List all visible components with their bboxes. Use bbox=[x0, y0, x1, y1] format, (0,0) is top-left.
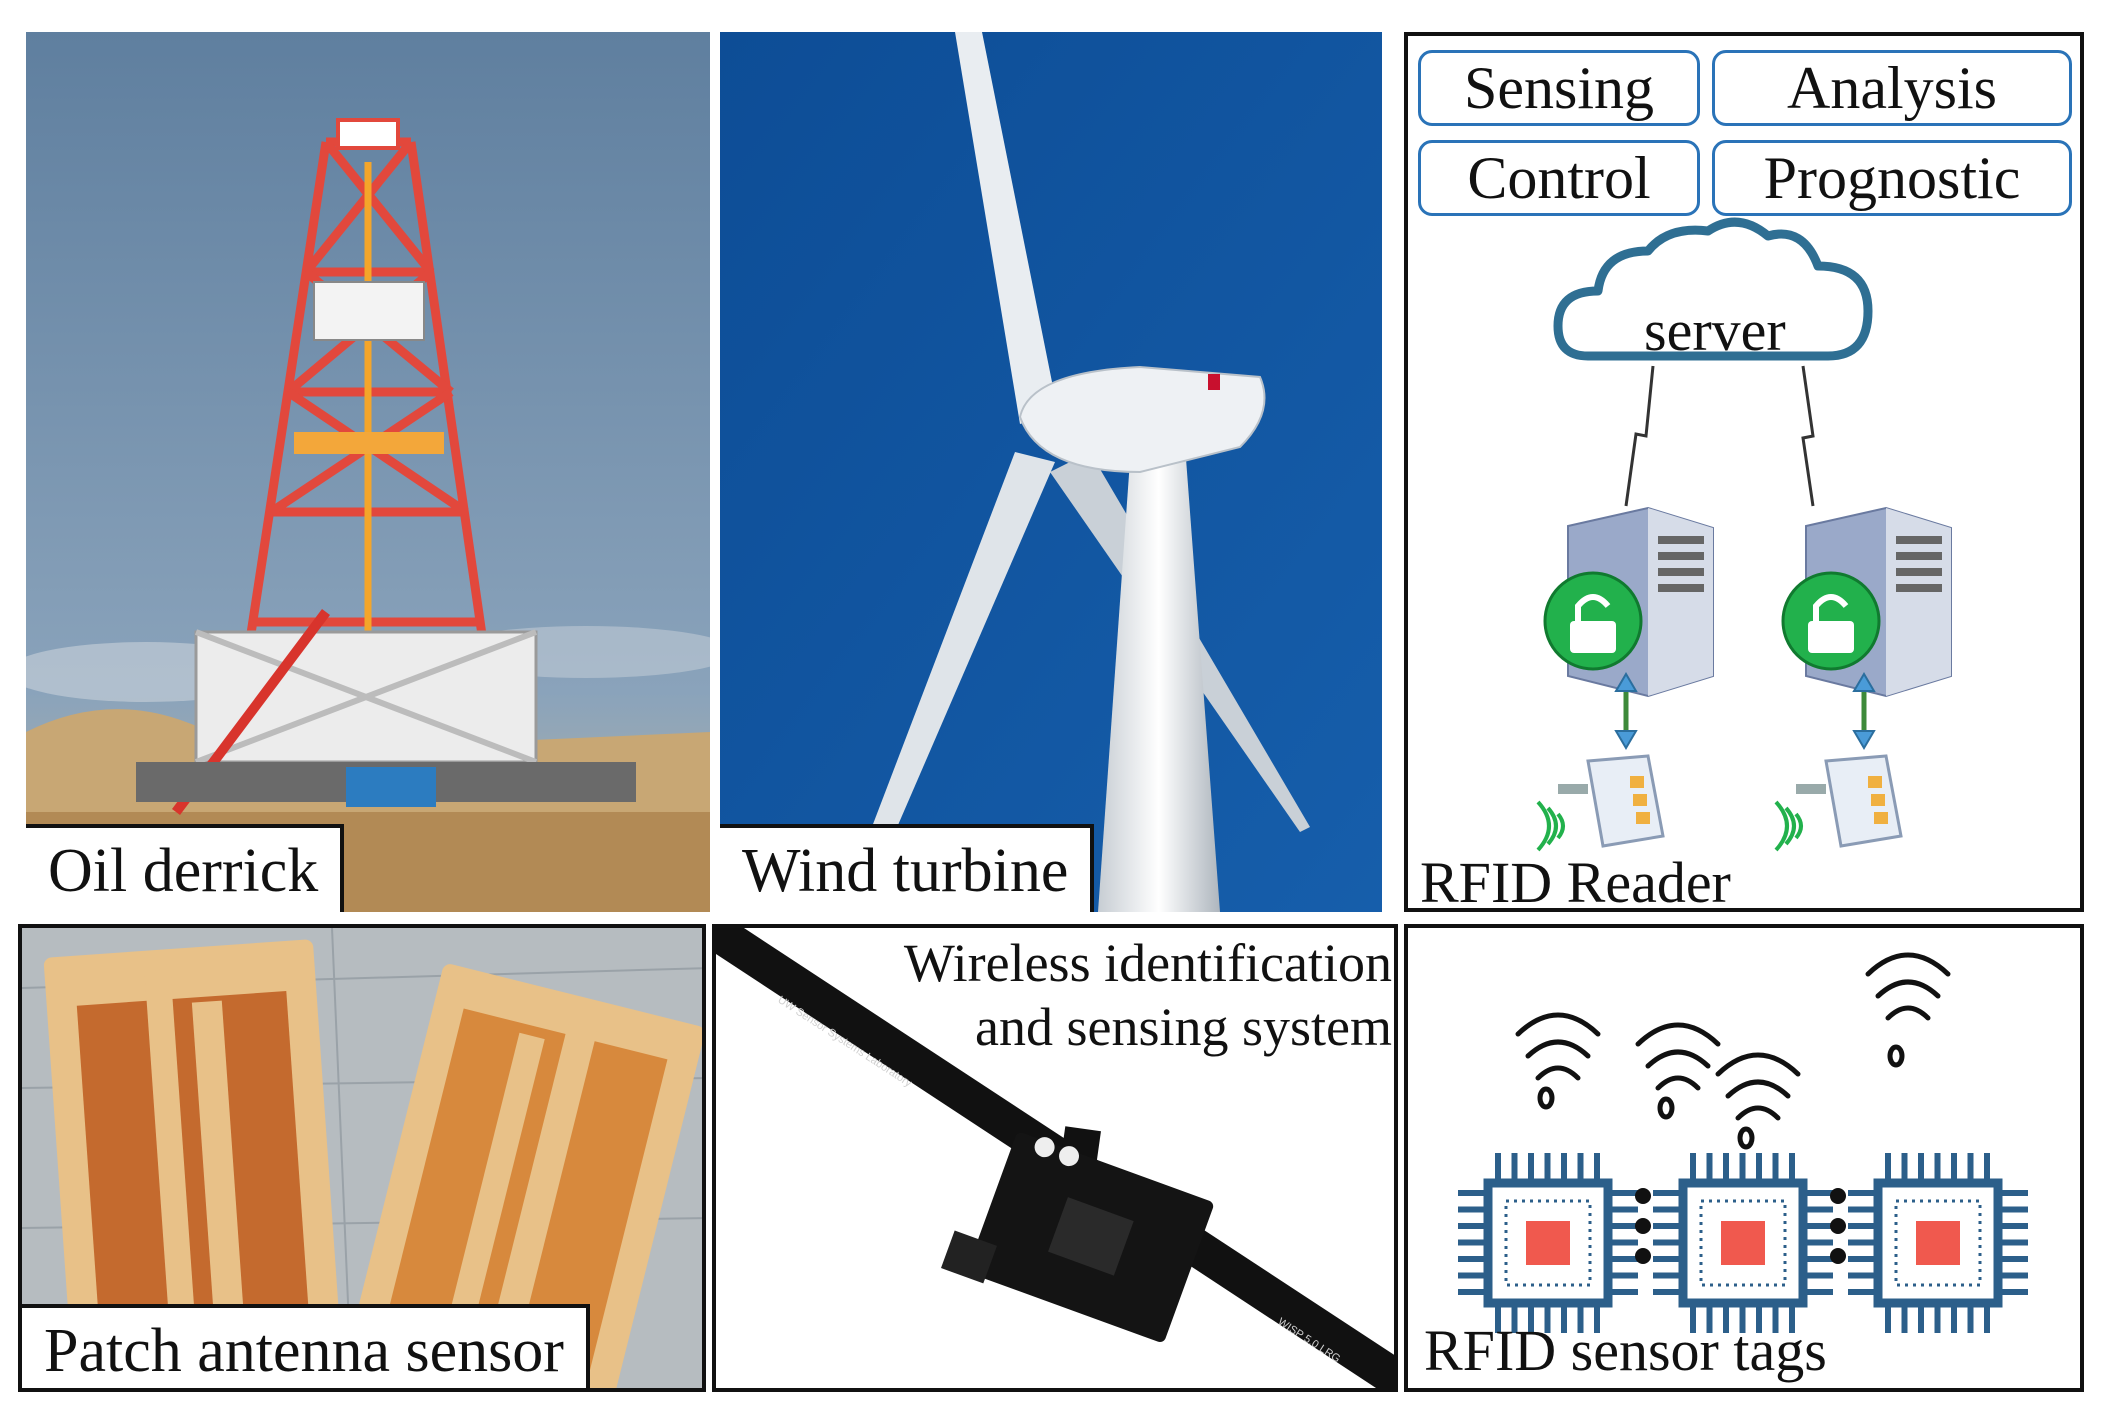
wisp-caption-line2: and sensing system bbox=[975, 997, 1392, 1057]
patch-antenna-panel: Patch antenna sensor bbox=[18, 924, 706, 1392]
category-prognostic: Prognostic bbox=[1712, 140, 2072, 216]
category-sensing: Sensing bbox=[1418, 50, 1700, 126]
lock-left-icon bbox=[1543, 571, 1643, 671]
oil-derrick-label: Oil derrick bbox=[26, 824, 345, 912]
wind-turbine-photo bbox=[720, 32, 1382, 912]
chip-icon-2 bbox=[1653, 1153, 1833, 1333]
system-architecture-panel: Sensing Analysis Control Prognostic bbox=[1404, 32, 2084, 912]
signal-icon-2 bbox=[1635, 1022, 1721, 1120]
cloud-server-label: server bbox=[1644, 298, 1786, 363]
link-right-icon bbox=[1801, 365, 1815, 507]
link-left-icon bbox=[1624, 365, 1655, 507]
network-diagram bbox=[1536, 217, 1952, 852]
oil-derrick-panel: Oil derrick bbox=[26, 32, 710, 912]
sensor-tags-diagram bbox=[1458, 952, 2028, 1333]
patch-antenna-label: Patch antenna sensor bbox=[22, 1304, 590, 1388]
wisp-caption-line1: Wireless identification bbox=[903, 933, 1392, 993]
wisp-panel: Wireless identification and sensing syst… bbox=[712, 924, 1398, 1392]
arrow-left-icon bbox=[1614, 672, 1638, 750]
signal-icon-4 bbox=[1865, 952, 1951, 1068]
wind-turbine-label: Wind turbine bbox=[720, 824, 1095, 912]
chip-icon-1 bbox=[1458, 1153, 1638, 1333]
arrow-right-icon bbox=[1852, 672, 1876, 750]
cloud-icon bbox=[1553, 217, 1873, 361]
signal-icon-1 bbox=[1515, 1012, 1601, 1110]
sensor-tags-label: RFID sensor tags bbox=[1424, 1318, 1827, 1383]
lock-right-icon bbox=[1781, 571, 1881, 671]
sensor-tags-panel: RFID sensor tags bbox=[1404, 924, 2084, 1392]
rfid-reader-right-icon bbox=[1774, 754, 1903, 852]
chip-icon-3 bbox=[1848, 1153, 2028, 1333]
category-control: Control bbox=[1418, 140, 1700, 216]
category-analysis: Analysis bbox=[1712, 50, 2072, 126]
rfid-reader-left-icon bbox=[1536, 754, 1665, 852]
wind-turbine-panel: Wind turbine bbox=[720, 32, 1382, 912]
oil-derrick-photo bbox=[26, 32, 710, 912]
signal-icon-3 bbox=[1715, 1052, 1801, 1150]
rfid-reader-label: RFID Reader bbox=[1420, 850, 1731, 912]
wisp-board-photo bbox=[716, 928, 1394, 1388]
